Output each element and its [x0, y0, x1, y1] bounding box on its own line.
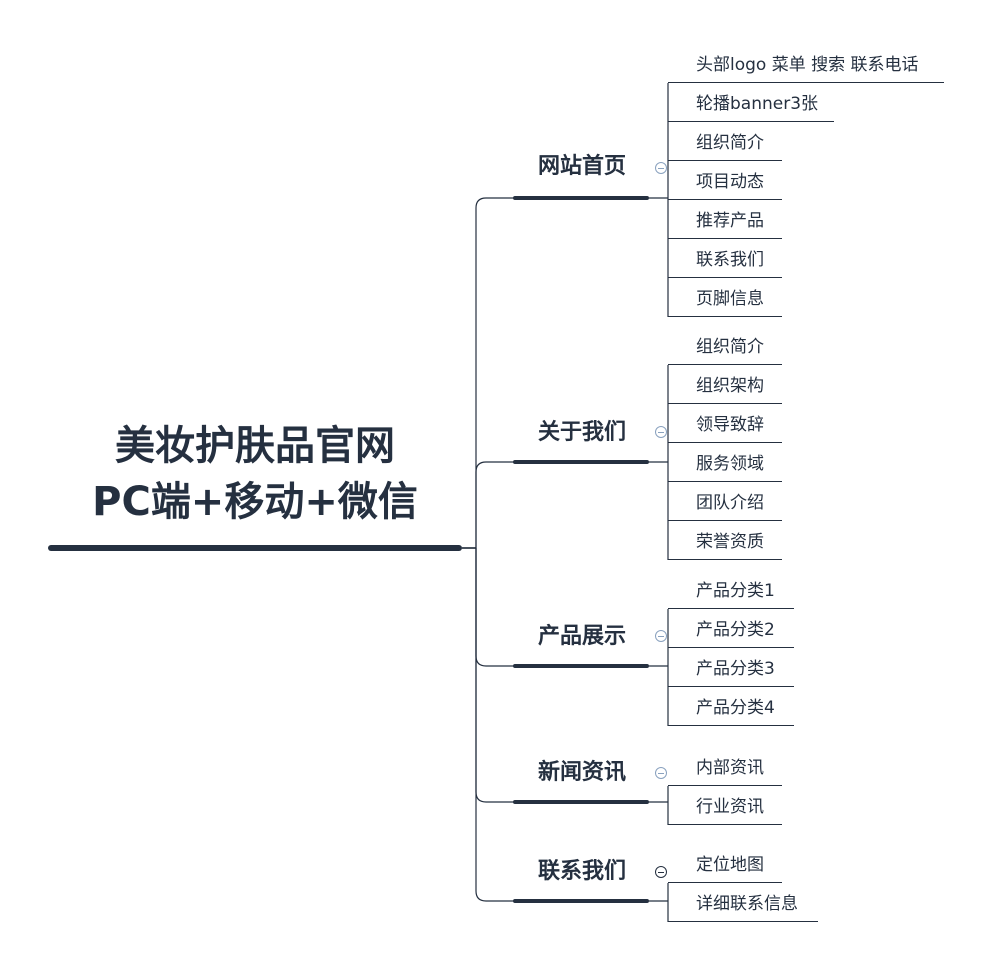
leaf-label: 定位地图 — [696, 855, 764, 875]
collapse-icon[interactable] — [655, 767, 667, 779]
leaf-label: 产品分类3 — [696, 659, 775, 679]
leaf-label: 荣誉资质 — [696, 532, 764, 552]
collapse-icon[interactable] — [655, 866, 667, 878]
leaf-node[interactable]: 推荐产品 — [668, 200, 782, 239]
leaf-node[interactable]: 项目动态 — [668, 161, 782, 200]
leaf-node[interactable]: 组织简介 — [668, 122, 782, 161]
branch-underline — [513, 196, 649, 200]
leaf-label: 组织架构 — [696, 376, 764, 396]
leaf-label: 行业资讯 — [696, 797, 764, 817]
leaf-node[interactable]: 产品分类2 — [668, 609, 794, 648]
connector — [475, 548, 514, 667]
leaf-label: 服务领域 — [696, 454, 764, 474]
leaf-node[interactable]: 服务领域 — [668, 443, 782, 482]
leaf-label: 头部logo 菜单 搜索 联系电话 — [696, 55, 919, 75]
leaf-node[interactable]: 页脚信息 — [668, 278, 782, 317]
leaf-label: 联系我们 — [696, 250, 764, 270]
branch-node-4[interactable]: 新闻资讯 — [537, 760, 626, 785]
leaf-label: 团队介绍 — [696, 493, 764, 513]
branch-underline — [513, 664, 649, 668]
leaf-label: 领导致辞 — [696, 415, 764, 435]
root-title-line2: PC端+移动+微信 — [92, 479, 418, 525]
leaf-node[interactable]: 轮播banner3张 — [668, 83, 834, 122]
leaf-node[interactable]: 内部资讯 — [668, 747, 782, 786]
leaf-node[interactable]: 领导致辞 — [668, 404, 782, 443]
leaf-label: 内部资讯 — [696, 758, 764, 778]
leaf-label: 产品分类4 — [696, 698, 775, 718]
leaf-label: 页脚信息 — [696, 289, 764, 309]
leaf-node[interactable]: 组织简介 — [668, 326, 782, 365]
leaf-node[interactable]: 荣誉资质 — [668, 521, 782, 560]
leaf-label: 项目动态 — [696, 172, 764, 192]
leaf-node[interactable]: 联系我们 — [668, 239, 782, 278]
connector — [475, 548, 514, 902]
leaf-label: 组织简介 — [696, 133, 764, 153]
collapse-icon[interactable] — [655, 162, 667, 174]
collapse-icon[interactable] — [655, 426, 667, 438]
branch-node-2[interactable]: 关于我们 — [537, 420, 626, 445]
branch-underline — [513, 899, 649, 903]
leaf-node[interactable]: 定位地图 — [668, 844, 782, 883]
leaf-node[interactable]: 产品分类4 — [668, 687, 794, 726]
leaf-label: 推荐产品 — [696, 211, 764, 231]
branch-underline — [513, 800, 649, 804]
branch-underline — [513, 460, 649, 464]
leaf-node[interactable]: 产品分类1 — [668, 570, 794, 609]
leaf-node[interactable]: 头部logo 菜单 搜索 联系电话 — [668, 44, 944, 83]
connector — [475, 197, 514, 548]
branch-node-1[interactable]: 网站首页 — [537, 154, 626, 179]
leaf-node[interactable]: 产品分类3 — [668, 648, 794, 687]
leaf-label: 轮播banner3张 — [696, 94, 819, 114]
leaf-node[interactable]: 详细联系信息 — [668, 883, 818, 922]
leaf-label: 产品分类1 — [696, 581, 775, 601]
leaf-label: 详细联系信息 — [696, 894, 798, 914]
leaf-node[interactable]: 团队介绍 — [668, 482, 782, 521]
leaf-node[interactable]: 行业资讯 — [668, 786, 782, 825]
root-title-line1: 美妆护肤品官网 — [115, 423, 395, 469]
collapse-icon[interactable] — [655, 630, 667, 642]
root-node[interactable]: 美妆护肤品官网 PC端+移动+微信 — [50, 418, 460, 530]
root-underline — [48, 545, 462, 551]
leaf-node[interactable]: 组织架构 — [668, 365, 782, 404]
connector — [475, 548, 514, 803]
leaf-label: 组织简介 — [696, 337, 764, 357]
leaf-label: 产品分类2 — [696, 620, 775, 640]
branch-node-5[interactable]: 联系我们 — [537, 859, 626, 884]
branch-node-3[interactable]: 产品展示 — [537, 624, 626, 649]
connector — [475, 461, 514, 548]
